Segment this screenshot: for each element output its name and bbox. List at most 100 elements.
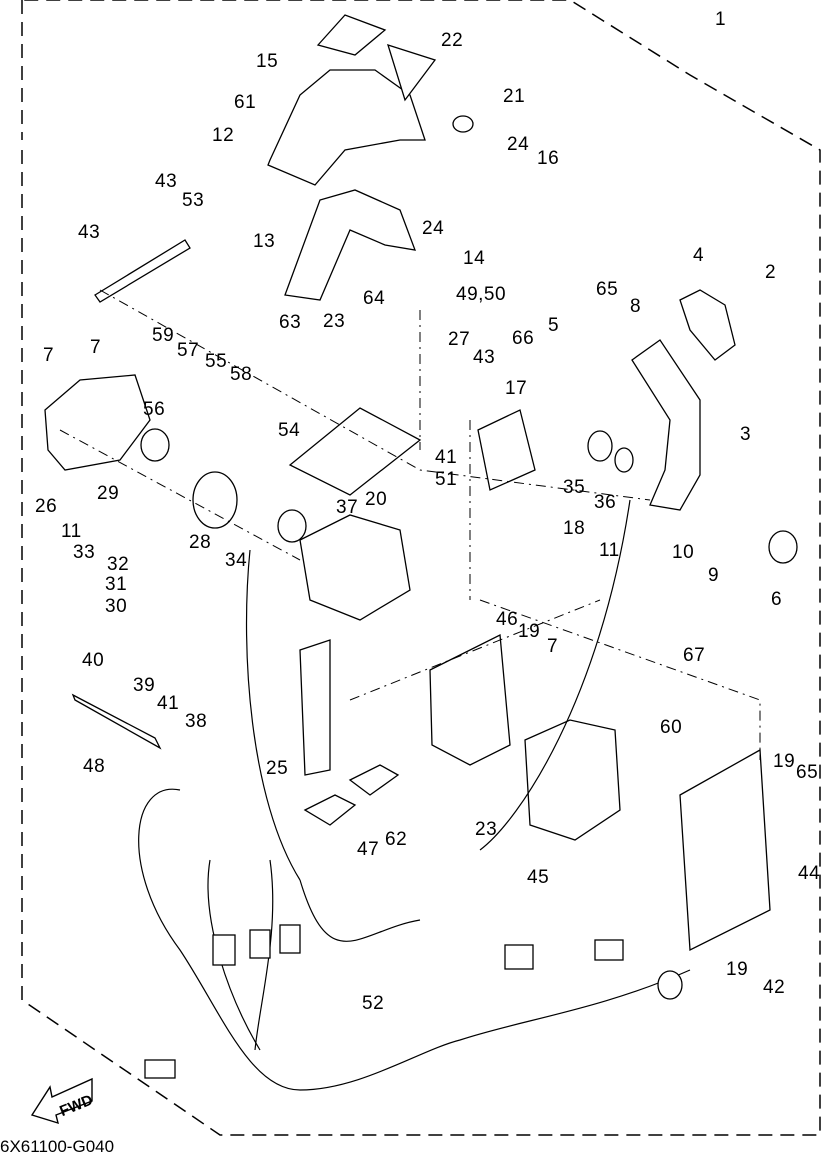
harness-wire-6 [479, 499, 631, 851]
callout-15: 15 [256, 51, 279, 72]
callout-52: 52 [362, 993, 385, 1014]
callout-65: 65 [596, 279, 619, 300]
callout-20: 20 [365, 489, 388, 510]
harness-wire-4 [299, 879, 421, 942]
connector-shape [212, 934, 236, 966]
connector-shape [249, 929, 271, 959]
callout-67: 67 [683, 645, 706, 666]
callout-30: 30 [105, 596, 128, 617]
callout-62: 62 [385, 829, 408, 850]
callout-3: 3 [740, 424, 752, 445]
washer-35-shape [587, 430, 613, 462]
harness-wire [138, 788, 691, 1091]
fwd-arrow-icon: FWD [30, 1077, 95, 1125]
housing-shape [44, 374, 151, 471]
callout-17: 17 [505, 378, 528, 399]
callout-26: 26 [35, 496, 58, 517]
plug-shape [657, 970, 683, 1000]
grommet-62-shape [348, 764, 400, 796]
connector-shape [594, 939, 624, 961]
callout-63: 63 [279, 312, 302, 333]
callout-48: 48 [83, 756, 106, 777]
grip-shape [679, 289, 736, 361]
callout-19: 19 [518, 621, 541, 642]
callout-53: 53 [182, 190, 205, 211]
assembly-line [99, 289, 651, 501]
assembly-boundary [21, 0, 821, 1136]
callout-1: 1 [715, 9, 727, 30]
callout-19: 19 [726, 959, 749, 980]
callout-42: 42 [763, 977, 786, 998]
callout-36: 36 [594, 492, 617, 513]
callout-10: 10 [672, 542, 695, 563]
callout-40: 40 [82, 650, 105, 671]
callout-18: 18 [563, 518, 586, 539]
callout-8: 8 [630, 296, 642, 317]
callout-31: 31 [105, 574, 128, 595]
callout-7: 7 [90, 337, 102, 358]
callout-35: 35 [563, 477, 586, 498]
callout-49-50: 49,50 [456, 284, 507, 305]
callout-5: 5 [548, 315, 560, 336]
callout-46: 46 [496, 609, 519, 630]
callout-38: 38 [185, 711, 208, 732]
bracket-shape [94, 239, 191, 303]
callout-43: 43 [155, 171, 178, 192]
callout-32: 32 [107, 554, 130, 575]
callout-44: 44 [798, 863, 821, 884]
callout-56: 56 [143, 399, 166, 420]
inner-cover-shape [284, 189, 417, 301]
callout-23: 23 [323, 311, 346, 332]
lever-shape [631, 339, 701, 511]
callout-28: 28 [189, 532, 212, 553]
cap-shape [768, 530, 798, 564]
callout-19: 19 [773, 751, 796, 772]
cable-tie-shape [71, 693, 162, 750]
grommet-shape [452, 115, 474, 133]
callout-24: 24 [422, 218, 445, 239]
harness-wire-5 [245, 549, 301, 881]
callout-51: 51 [435, 469, 458, 490]
callout-43: 43 [78, 222, 101, 243]
callout-41: 41 [157, 693, 180, 714]
relay-shape [524, 719, 621, 841]
callout-66: 66 [512, 328, 535, 349]
callout-6: 6 [771, 589, 783, 610]
harness-wire-3 [254, 859, 274, 1051]
cover-44-shape [679, 748, 771, 952]
callout-43: 43 [473, 347, 496, 368]
callout-7: 7 [43, 345, 55, 366]
bushing-shape [277, 509, 307, 543]
callout-4: 4 [693, 245, 705, 266]
assembly-line [349, 599, 601, 701]
callout-23: 23 [475, 819, 498, 840]
callout-61: 61 [234, 92, 257, 113]
cover-shape [267, 69, 426, 186]
connector-shape [504, 944, 534, 970]
callout-39: 39 [133, 675, 156, 696]
callout-41: 41 [435, 447, 458, 468]
assembly-line [59, 429, 301, 561]
callout-24: 24 [507, 134, 530, 155]
callout-22: 22 [441, 30, 464, 51]
assembly-line [479, 599, 761, 760]
callout-34: 34 [225, 550, 248, 571]
callout-11: 11 [599, 540, 620, 561]
connector-shape [144, 1059, 176, 1079]
lid-shape [316, 14, 387, 56]
callout-55: 55 [205, 351, 228, 372]
callout-25: 25 [266, 758, 289, 779]
callout-60: 60 [660, 717, 683, 738]
drawing-code: 6X61100-G040 [0, 1137, 115, 1155]
gear-shape [192, 471, 238, 529]
callout-37: 37 [336, 497, 359, 518]
callout-65: 65 [796, 762, 819, 783]
callout-13: 13 [253, 231, 276, 252]
callout-16: 16 [537, 148, 560, 169]
callout-58: 58 [230, 364, 253, 385]
callout-47: 47 [357, 839, 380, 860]
gasket-shape [288, 407, 422, 496]
callout-7: 7 [547, 636, 559, 657]
